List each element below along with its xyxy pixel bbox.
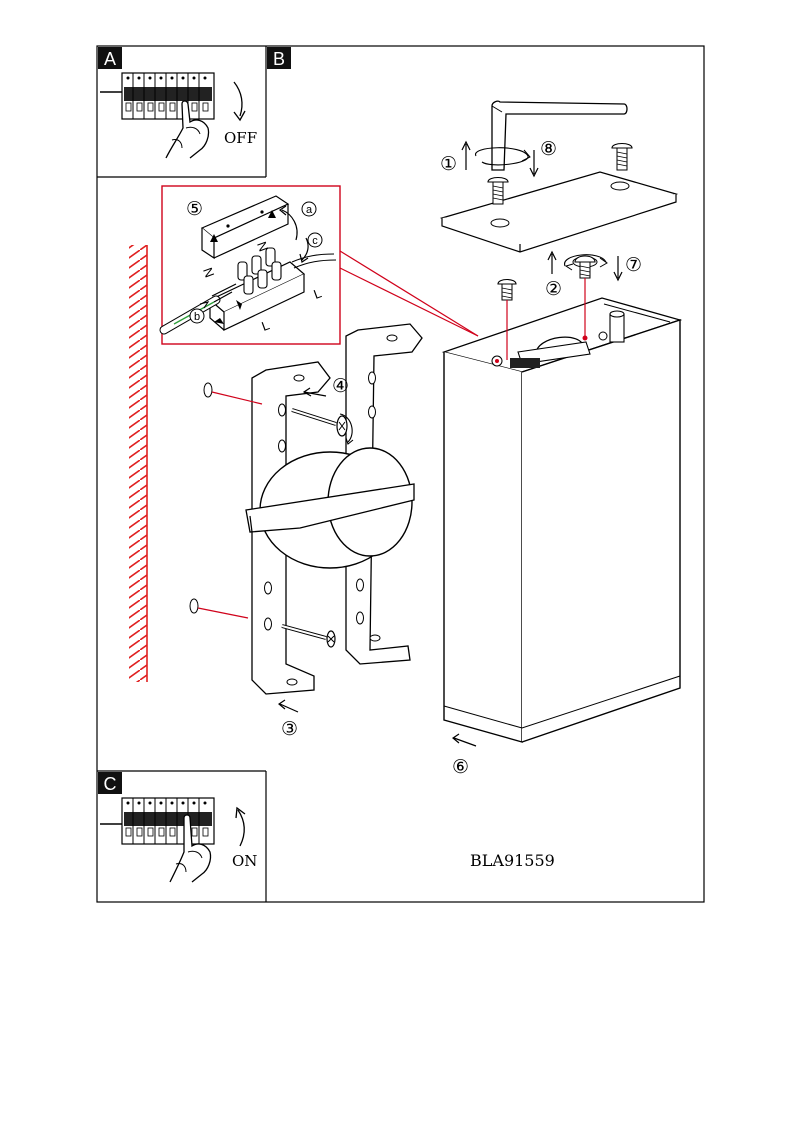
- junction-box: [245, 447, 415, 569]
- arrow-down-icon: [233, 81, 246, 122]
- lamp-housing: [441, 297, 683, 743]
- step-4-label: ④: [332, 375, 349, 397]
- cover-screw-right-icon: [611, 142, 633, 171]
- detail-leader-line: [339, 250, 479, 337]
- arrow-step-2-icon: [547, 250, 557, 274]
- panel-a: A: [98, 47, 257, 159]
- step-6-label: ⑥: [452, 756, 469, 778]
- wire-label-l-right: L: [312, 285, 324, 302]
- wire-label-n-left: N: [200, 266, 217, 280]
- arrow-step-6-icon: [451, 733, 477, 747]
- top-cover-plate: [439, 171, 679, 253]
- panel-a-tag-box: [98, 47, 122, 69]
- arrow-a-icon: [278, 205, 298, 241]
- arrow-up-icon: [235, 806, 246, 847]
- mounting-bracket: [245, 323, 423, 695]
- housing-screw-right-icon: [564, 254, 608, 336]
- panel-c-switch-state: ON: [232, 852, 257, 870]
- cover-screw-left-icon: [487, 176, 509, 205]
- breaker-panel-off-icon: [100, 72, 215, 159]
- step-2-label: ②: [545, 278, 562, 300]
- model-code: BLA91559: [470, 851, 555, 870]
- arrow-step-7-icon: [613, 256, 623, 282]
- panel-a-switch-state: OFF: [224, 129, 257, 147]
- panel-c-tag: C: [104, 774, 117, 794]
- arrow-step-3-icon: [277, 699, 299, 713]
- step-5-label: ⑤: [186, 198, 203, 220]
- panel-a-tag: A: [104, 49, 116, 69]
- hex-key-icon: [475, 100, 628, 171]
- arrow-step-1-icon: [461, 140, 471, 170]
- breaker-panel-on-icon: [100, 797, 215, 883]
- panel-b-tag: B: [273, 49, 285, 69]
- lamp-socket: [510, 336, 591, 368]
- wall-plug-top: [203, 382, 263, 405]
- wire-label-l-bottom: L: [260, 317, 272, 334]
- arrow-step-8-icon: [529, 150, 539, 178]
- terminal-cover: [200, 195, 290, 260]
- step-1-label: ①: [440, 153, 457, 175]
- arrow-c-icon: [299, 237, 309, 263]
- wire-label-b: b: [194, 311, 200, 323]
- outer-frame: [96, 45, 705, 903]
- step-3-label: ③: [281, 718, 298, 740]
- wire-label-a: a: [306, 204, 313, 216]
- wire-label-c: c: [312, 235, 318, 247]
- screw-bottom-icon: [281, 624, 336, 648]
- screw-top-icon: [291, 387, 354, 445]
- wall-hatching: [129, 245, 148, 682]
- panel-b: B: [267, 47, 291, 69]
- step-7-label: ⑦: [625, 254, 642, 276]
- panel-c-tag-box: [98, 772, 122, 794]
- step-8-label: ⑧: [540, 138, 557, 160]
- mounting-post-rear: [598, 310, 625, 343]
- panel-b-tag-box: [267, 47, 291, 69]
- lamp-wires: [291, 253, 337, 269]
- wall-plug-bottom: [189, 598, 249, 619]
- terminal-block: [208, 247, 306, 331]
- panel-c: C: [98, 772, 257, 883]
- housing-screw-left-icon: [497, 278, 517, 360]
- terminal-detail-box: a c b N N L L ⑤: [159, 185, 479, 345]
